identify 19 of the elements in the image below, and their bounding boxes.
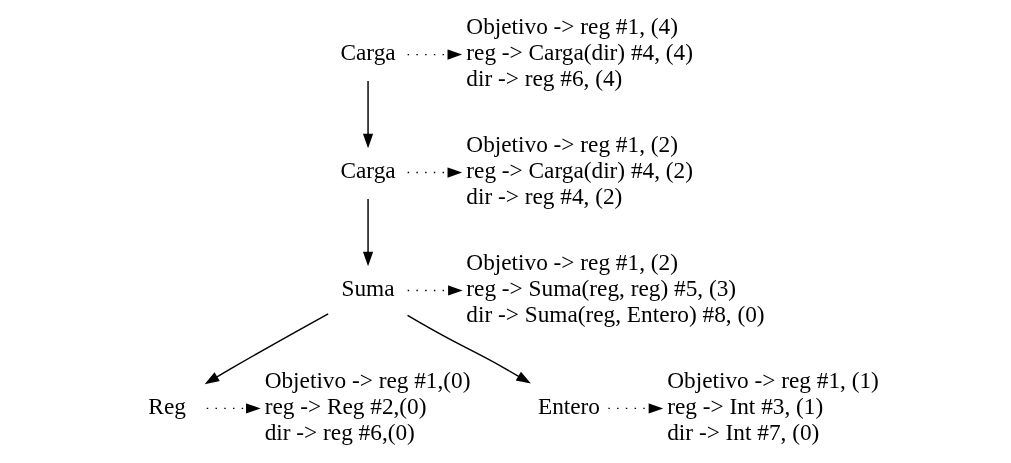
node-text: Carga [339,39,396,66]
node-text: Objetivo -> reg #1, (4) reg -> Carga(dir) #4, (4) dir -> reg #6, (4) [465,12,693,92]
node-text: Carga [339,157,396,184]
node-text: Reg [147,392,186,419]
arrow [406,49,462,60]
node-text: Entero [537,392,600,419]
node-text: Suma [341,275,395,301]
arrow [205,403,261,414]
node-text: Objetivo -> reg #1,(0) reg -> Reg #2,(0) dir -> reg #6,(0) [264,366,470,446]
arrow [362,198,373,267]
arrow [204,313,329,385]
node-text: Objetivo -> reg #1, (2) reg -> Carga(dir) #4, (2) dir -> reg #4, (2) [465,130,693,210]
node-text: Objetivo -> reg #1, (1) reg -> Int #3, (1) dir -> Int #7, (0) [666,366,879,446]
arrow [406,167,462,178]
arrow [362,80,373,149]
arrow [406,314,531,384]
arrow [607,403,663,414]
node-text: Objetivo -> reg #1, (2) reg -> Suma(reg, reg) #5, (3) dir -> Suma(reg, Entero) #8, (0) [465,248,765,328]
arrow [406,285,463,296]
